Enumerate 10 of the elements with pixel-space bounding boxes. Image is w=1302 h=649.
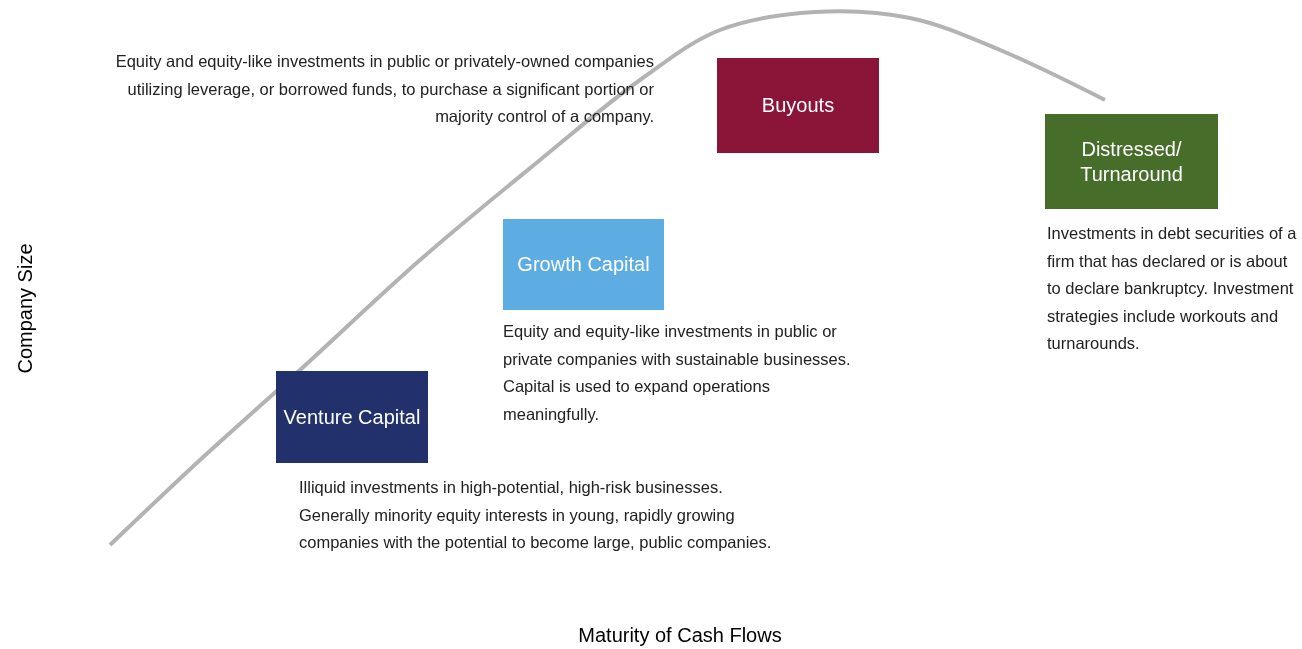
- axis-label: Company Size: [13, 242, 37, 374]
- description-text: Equity and equity-like investments in public or privately-owned companies utilizing leverage, or borrowed funds, to purchase a significant portion or majority control of a company.: [114, 51, 654, 127]
- description-text: Equity and equity-like investments in public or private companies with sustainable businesses. Capital is used to expand operations meaningfully.: [503, 321, 852, 425]
- category-box: Distressed/ Turnaround: [1045, 114, 1218, 209]
- category-box: Buyouts: [717, 58, 879, 153]
- category-box: Growth Capital: [503, 219, 664, 310]
- description-text: Investments in debt securities of a firm that has declared or is about to declare bankruptcy. Investment strategies include workouts and turnarounds.: [1047, 223, 1298, 354]
- description-text: Illiquid investments in high-potential, high-risk businesses. Generally minority equity interests in young, rapidly growing companies with the potential to become large, public companies.: [299, 477, 773, 553]
- category-box: Venture Capital: [276, 371, 428, 463]
- axis-label: Maturity of Cash Flows: [578, 623, 782, 647]
